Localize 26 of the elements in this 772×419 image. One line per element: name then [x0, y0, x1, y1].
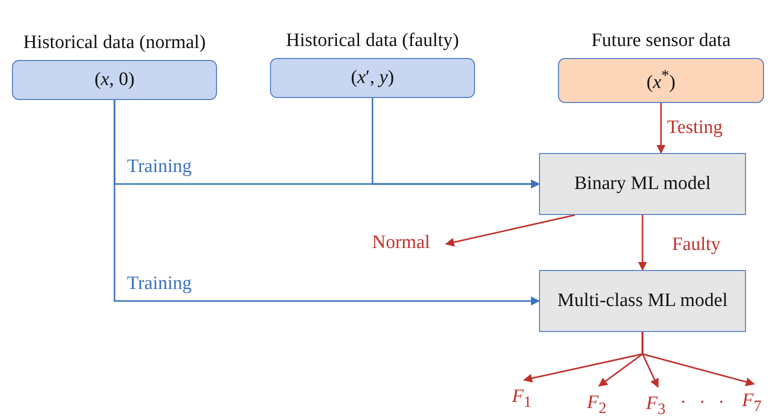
ellipsis-label: · · ·	[680, 392, 728, 414]
data-heading: Historical data (faulty)	[284, 29, 460, 54]
data-heading: Future sensor data	[590, 29, 732, 54]
arrow	[445, 214, 576, 247]
box-text: (x, 0)	[94, 68, 135, 92]
arrow	[638, 215, 647, 271]
edge-label: Testing	[667, 117, 723, 140]
arrow	[114, 100, 540, 306]
arrow	[372, 98, 540, 188]
edge-label: Faulty	[672, 234, 721, 257]
box-text: Multi-class ML model	[557, 289, 728, 313]
arrow	[642, 332, 755, 386]
fault-class-label: F$_{3}$	[646, 393, 670, 419]
box-text: (x$^{*}$)	[646, 66, 676, 95]
edge-label: Training	[127, 156, 192, 179]
fault-class-label: F$_{1}$	[512, 386, 536, 412]
data-heading: Historical data (normal)	[22, 31, 207, 56]
edge-label: Training	[127, 273, 192, 296]
model-box	[539, 153, 746, 215]
fault-class-label: F$_{2}$	[587, 392, 611, 418]
model-box	[539, 270, 746, 332]
box-text: Binary ML model	[574, 172, 711, 196]
box-text: (x′, y)	[350, 66, 394, 90]
fault-class-label: F$_{7}$	[742, 390, 766, 416]
arrow	[656, 103, 666, 154]
output-label: Normal	[372, 232, 442, 256]
